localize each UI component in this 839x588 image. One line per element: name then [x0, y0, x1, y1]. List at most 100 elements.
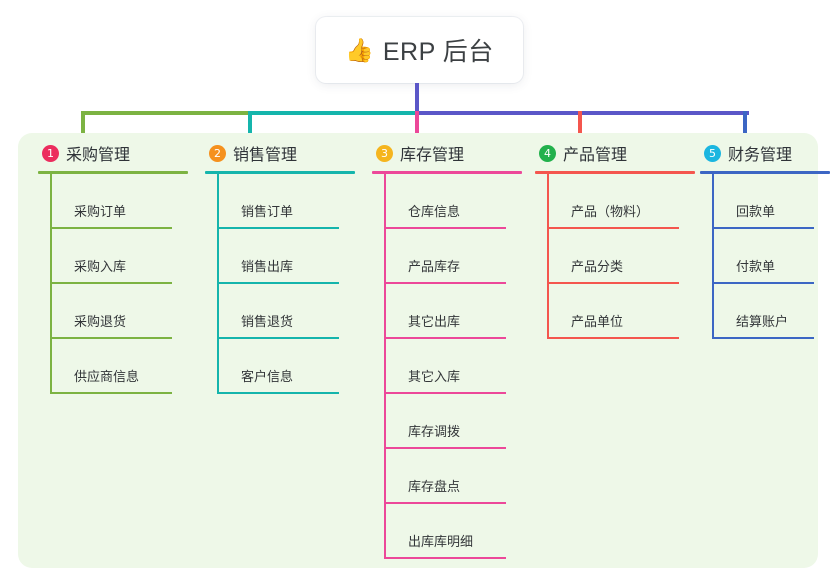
- module-item-label: 产品（物料）: [571, 204, 650, 219]
- module-item[interactable]: 销售退货: [205, 284, 355, 339]
- module-item[interactable]: 客户信息: [205, 339, 355, 394]
- module-header-3[interactable]: 3 库存管理: [372, 140, 522, 166]
- module-spine: [712, 174, 714, 339]
- module-item-underline: [547, 337, 679, 339]
- module-item-label: 回款单: [736, 204, 776, 219]
- module-item-list: 回款单付款单结算账户: [700, 174, 830, 339]
- module-item-underline: [50, 227, 172, 229]
- drop-finance: [743, 111, 747, 141]
- drop-purchasing: [81, 111, 85, 141]
- module-item-label: 客户信息: [241, 369, 294, 384]
- module-item-label: 采购入库: [74, 259, 127, 274]
- module-number-badge: 1: [42, 144, 59, 162]
- module-item-label: 付款单: [736, 259, 776, 274]
- module-item-label: 销售订单: [241, 204, 294, 219]
- module-item-underline: [384, 337, 506, 339]
- module-title: 库存管理: [400, 147, 465, 164]
- module-item[interactable]: 其它出库: [372, 284, 522, 339]
- module-header-underline: [372, 171, 522, 174]
- module-title: 销售管理: [233, 147, 298, 164]
- module-number-badge: 5: [704, 144, 721, 162]
- drop-inventory: [415, 111, 419, 141]
- module-column-2: 2 销售管理销售订单销售出库销售退货客户信息: [205, 140, 355, 394]
- module-item[interactable]: 仓库信息: [372, 174, 522, 229]
- module-item[interactable]: 出库库明细: [372, 504, 522, 559]
- module-item-label: 结算账户: [736, 314, 789, 329]
- module-item-underline: [50, 392, 172, 394]
- module-header-2[interactable]: 2 销售管理: [205, 140, 355, 166]
- page-title: ERP 后台: [382, 38, 494, 66]
- module-item-list: 销售订单销售出库销售退货客户信息: [205, 174, 355, 394]
- module-item-list: 采购订单采购入库采购退货供应商信息: [38, 174, 188, 394]
- module-item-underline: [217, 392, 339, 394]
- module-item-underline: [547, 282, 679, 284]
- module-spine: [547, 174, 549, 339]
- root-title-card[interactable]: 👍 ERP 后台: [316, 17, 523, 83]
- module-column-3: 3 库存管理仓库信息产品库存其它出库其它入库库存调拨库存盘点出库库明细: [372, 140, 522, 559]
- module-item-underline: [384, 282, 506, 284]
- module-header-underline: [535, 171, 695, 174]
- module-item-label: 采购订单: [74, 204, 127, 219]
- module-header-4[interactable]: 4 产品管理: [535, 140, 695, 166]
- module-item[interactable]: 结算账户: [700, 284, 830, 339]
- module-column-5: 5 财务管理回款单付款单结算账户: [700, 140, 830, 339]
- module-item-underline: [712, 282, 814, 284]
- module-item[interactable]: 产品单位: [535, 284, 695, 339]
- module-item[interactable]: 库存调拨: [372, 394, 522, 449]
- module-header-1[interactable]: 1 采购管理: [38, 140, 188, 166]
- module-item[interactable]: 采购订单: [38, 174, 188, 229]
- module-item[interactable]: 供应商信息: [38, 339, 188, 394]
- module-item-label: 供应商信息: [74, 369, 140, 384]
- thumbs-up-icon: 👍: [345, 36, 374, 63]
- module-item-label: 库存调拨: [408, 424, 461, 439]
- module-title: 产品管理: [563, 147, 628, 164]
- module-item-underline: [217, 337, 339, 339]
- module-item-underline: [712, 337, 814, 339]
- module-item[interactable]: 采购退货: [38, 284, 188, 339]
- module-item[interactable]: 销售订单: [205, 174, 355, 229]
- module-column-4: 4 产品管理产品（物料） 产品分类产品单位: [535, 140, 695, 339]
- module-number-badge: 3: [376, 144, 393, 162]
- module-item-underline: [384, 392, 506, 394]
- module-item-label: 其它入库: [408, 369, 461, 384]
- module-item[interactable]: 其它入库: [372, 339, 522, 394]
- module-item-label: 采购退货: [74, 314, 127, 329]
- module-item-label: 出库库明细: [408, 534, 474, 549]
- module-item-underline: [384, 557, 506, 559]
- module-item-underline: [50, 282, 172, 284]
- module-number-badge: 4: [539, 144, 556, 162]
- module-item[interactable]: 付款单: [700, 229, 830, 284]
- module-title: 财务管理: [728, 147, 793, 164]
- module-header-underline: [205, 171, 355, 174]
- module-item[interactable]: 产品分类: [535, 229, 695, 284]
- module-item-label: 销售出库: [241, 259, 294, 274]
- connector-bar-purple: [415, 111, 749, 115]
- module-title: 采购管理: [66, 147, 131, 164]
- module-number-badge: 2: [209, 144, 226, 162]
- module-item-underline: [547, 227, 679, 229]
- module-item[interactable]: 产品（物料）: [535, 174, 695, 229]
- module-item[interactable]: 产品库存: [372, 229, 522, 284]
- module-item-underline: [217, 282, 339, 284]
- drop-product: [578, 111, 582, 141]
- module-header-underline: [38, 171, 188, 174]
- module-item-label: 销售退货: [241, 314, 294, 329]
- module-header-underline: [700, 171, 830, 174]
- module-item-label: 产品库存: [408, 259, 461, 274]
- module-column-1: 1 采购管理采购订单采购入库采购退货供应商信息: [38, 140, 188, 394]
- module-item-underline: [712, 227, 814, 229]
- module-item-label: 库存盘点: [408, 479, 461, 494]
- connector-root-stem: [415, 83, 419, 115]
- module-item-list: 仓库信息产品库存其它出库其它入库库存调拨库存盘点出库库明细: [372, 174, 522, 559]
- module-item-label: 其它出库: [408, 314, 461, 329]
- module-item[interactable]: 回款单: [700, 174, 830, 229]
- module-item-underline: [217, 227, 339, 229]
- module-item[interactable]: 销售出库: [205, 229, 355, 284]
- module-header-5[interactable]: 5 财务管理: [700, 140, 830, 166]
- module-spine: [50, 174, 52, 394]
- connector-bar-green: [81, 111, 252, 115]
- connector-bar-teal: [248, 111, 419, 115]
- module-item-label: 产品分类: [571, 259, 624, 274]
- module-item[interactable]: 库存盘点: [372, 449, 522, 504]
- module-item[interactable]: 采购入库: [38, 229, 188, 284]
